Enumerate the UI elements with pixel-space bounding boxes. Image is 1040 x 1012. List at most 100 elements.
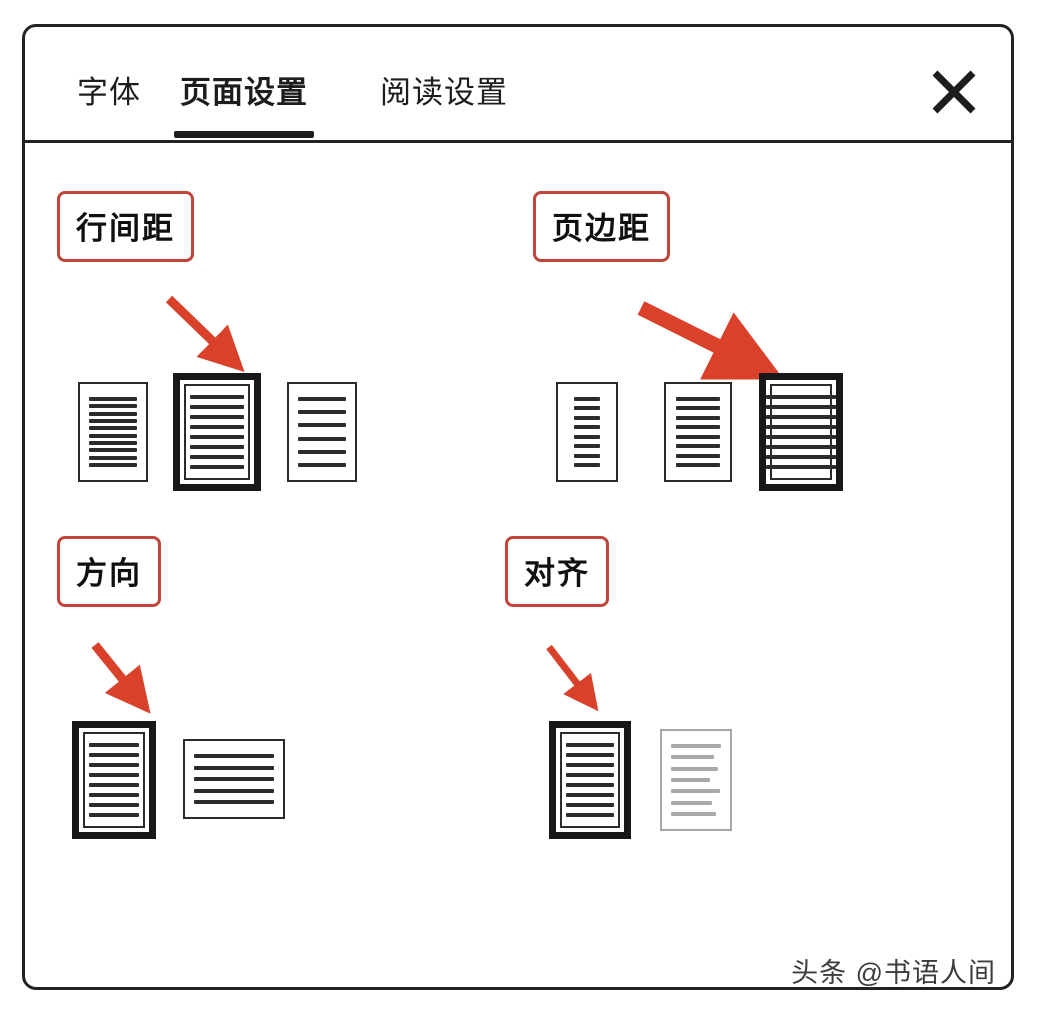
doc-text-lines (766, 395, 836, 469)
option-page-margin-medium[interactable] (664, 382, 732, 482)
doc-text-line (671, 744, 721, 748)
doc-text-lines (89, 397, 137, 467)
doc-text-lines (194, 754, 274, 804)
doc-text-line (89, 803, 139, 807)
doc-text-line (671, 800, 712, 805)
doc-text-line (89, 440, 137, 445)
doc-text-line (676, 453, 720, 458)
doc-text-line (89, 411, 137, 416)
tab-reading-settings[interactable]: 阅读设置 (380, 75, 508, 110)
doc-text-line (566, 753, 614, 757)
page-settings-panel: 字体 页面设置 阅读设置 行间距 页边距 方向 对齐 (22, 24, 1014, 990)
doc-text-lines (574, 397, 600, 467)
doc-text-line (766, 435, 836, 439)
doc-text-lines (190, 395, 244, 469)
doc-text-line (676, 444, 720, 449)
tab-font[interactable]: 字体 (77, 75, 141, 110)
doc-text-line (89, 462, 137, 467)
doc-text-line (566, 793, 614, 797)
doc-text-line (676, 415, 720, 420)
doc-text-line (89, 743, 139, 747)
doc-page-border (72, 721, 156, 839)
doc-text-line (89, 433, 137, 438)
doc-text-line (194, 765, 274, 770)
doc-text-line (676, 462, 720, 467)
doc-text-line (89, 763, 139, 767)
doc-text-line (89, 753, 139, 757)
label-alignment: 对齐 (505, 536, 609, 607)
doc-text-line (190, 425, 244, 429)
option-alignment-left[interactable] (660, 729, 732, 831)
doc-text-line (89, 397, 137, 401)
doc-selected-ring (184, 384, 250, 480)
doc-text-line (574, 397, 600, 401)
doc-text-line (574, 415, 600, 420)
doc-text-lines (566, 743, 614, 817)
arrow-alignment-icon (546, 644, 599, 712)
doc-text-line (190, 455, 244, 459)
doc-text-line (574, 406, 600, 411)
doc-text-line (671, 811, 716, 816)
doc-text-line (89, 426, 137, 431)
doc-text-line (89, 773, 139, 777)
doc-text-lines (671, 744, 721, 816)
doc-text-line (574, 444, 600, 449)
doc-text-line (574, 453, 600, 458)
doc-text-line (298, 410, 346, 415)
doc-text-line (298, 436, 346, 441)
option-line-spacing-loose[interactable] (287, 382, 357, 482)
settings-content: 行间距 页边距 方向 对齐 (25, 143, 1011, 987)
label-orientation: 方向 (57, 536, 161, 607)
doc-text-line (298, 423, 346, 428)
doc-text-line (566, 773, 614, 777)
doc-page-border (549, 721, 631, 839)
doc-text-line (766, 405, 836, 409)
doc-text-line (574, 434, 600, 439)
option-line-spacing-medium[interactable] (173, 373, 261, 491)
doc-text-line (671, 755, 714, 760)
doc-text-line (671, 789, 720, 794)
doc-text-line (671, 766, 718, 771)
doc-text-line (566, 813, 614, 817)
doc-text-line (89, 455, 137, 460)
doc-text-line (89, 418, 137, 423)
doc-text-line (190, 445, 244, 449)
doc-text-line (766, 445, 836, 449)
doc-text-line (190, 405, 244, 409)
doc-text-line (766, 425, 836, 429)
doc-text-line (298, 449, 346, 454)
doc-text-line (671, 777, 710, 782)
doc-text-line (676, 425, 720, 430)
doc-text-lines (89, 743, 139, 817)
doc-text-line (574, 425, 600, 430)
doc-selected-ring (770, 384, 832, 480)
option-line-spacing-tight[interactable] (78, 382, 148, 482)
option-page-margin-small[interactable] (759, 373, 843, 491)
arrow-orientation-icon (91, 642, 151, 714)
tab-bar: 字体 页面设置 阅读设置 (25, 27, 1011, 143)
doc-text-lines (298, 397, 346, 467)
doc-text-line (190, 435, 244, 439)
doc-text-line (676, 434, 720, 439)
close-icon[interactable] (927, 65, 981, 119)
doc-text-line (89, 404, 137, 409)
label-line-spacing: 行间距 (57, 191, 194, 262)
arrow-line-spacing-icon (165, 295, 245, 373)
doc-text-line (190, 465, 244, 469)
option-orientation-landscape[interactable] (183, 739, 285, 819)
label-page-margin: 页边距 (533, 191, 670, 262)
doc-text-line (566, 803, 614, 807)
doc-page-border (556, 382, 618, 482)
doc-text-line (566, 743, 614, 747)
tab-page-settings[interactable]: 页面设置 (174, 67, 314, 138)
doc-text-line (194, 800, 274, 804)
doc-text-line (298, 462, 346, 467)
doc-text-line (766, 415, 836, 419)
doc-text-line (194, 777, 274, 781)
doc-page-border (759, 373, 843, 491)
option-page-margin-large[interactable] (556, 382, 618, 482)
option-alignment-justified[interactable] (549, 721, 631, 839)
doc-text-lines (676, 397, 720, 467)
option-orientation-portrait[interactable] (72, 721, 156, 839)
doc-text-line (89, 783, 139, 787)
